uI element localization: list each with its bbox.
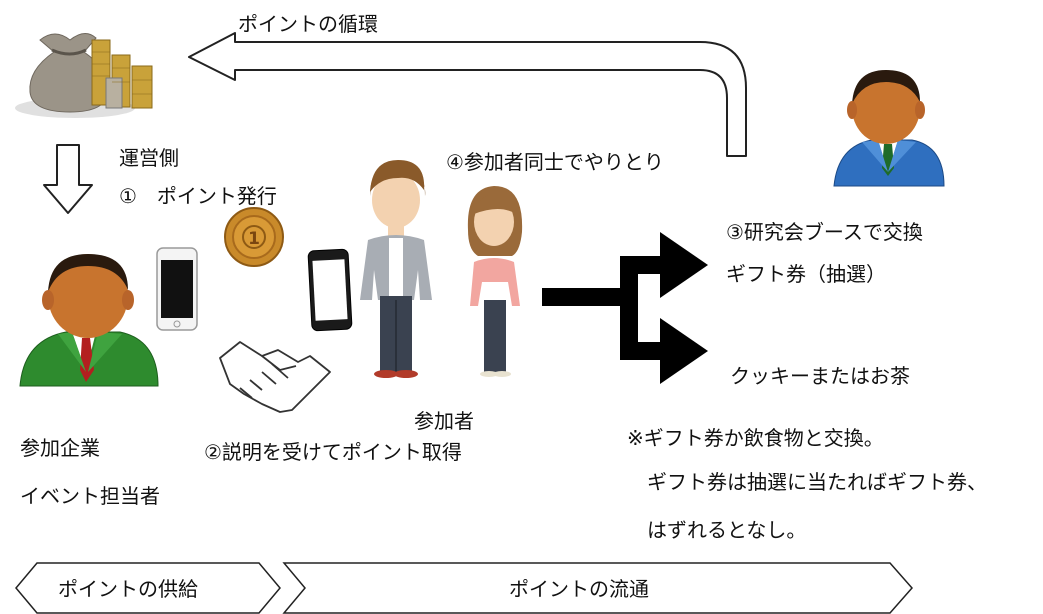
handshake-icon xyxy=(219,341,331,413)
down-arrow xyxy=(43,144,93,214)
participants-label: 参加者 xyxy=(414,409,474,433)
note-line-3: はずれるとなし。 xyxy=(647,518,807,542)
step4-label: ④参加者同士でやりとり xyxy=(446,150,664,174)
money-bag-icon xyxy=(15,33,153,118)
staff-label: イベント担当者 xyxy=(20,484,160,508)
gift-ticket-label: ギフト券（抽選） xyxy=(726,262,886,286)
coin-icon xyxy=(224,207,284,267)
circulation-arrow xyxy=(188,32,747,157)
blue-person-icon xyxy=(833,70,945,187)
note-line-1: ※ギフト券か飲食物と交換。 xyxy=(627,426,884,450)
step2-label: ②説明を受けてポイント取得 xyxy=(204,440,462,464)
cycle-label: ポイントの循環 xyxy=(238,12,378,36)
circulation-label: ポイントの流通 xyxy=(509,577,649,601)
step3-label: ③研究会ブースで交換 xyxy=(726,220,923,244)
point-supply-banner xyxy=(15,562,281,614)
female-participant-figure xyxy=(467,186,523,377)
company-person-icon xyxy=(19,254,159,387)
coin-number: 1 xyxy=(248,229,260,249)
step1-label: ① ポイント発行 xyxy=(119,184,277,208)
exchange-branch-arrow xyxy=(542,232,708,384)
cookie-tea-label: クッキーまたはお茶 xyxy=(730,364,910,388)
male-participant-figure xyxy=(360,160,432,378)
operator-label: 運営側 xyxy=(119,146,179,170)
company-label: 参加企業 xyxy=(20,436,100,460)
smartphone-icon xyxy=(307,248,353,332)
note-line-2: ギフト券は抽選に当たればギフト券、 xyxy=(647,470,987,494)
point-circulation-banner xyxy=(282,562,913,614)
supply-label: ポイントの供給 xyxy=(58,577,198,601)
smartphone-icon xyxy=(156,247,198,331)
